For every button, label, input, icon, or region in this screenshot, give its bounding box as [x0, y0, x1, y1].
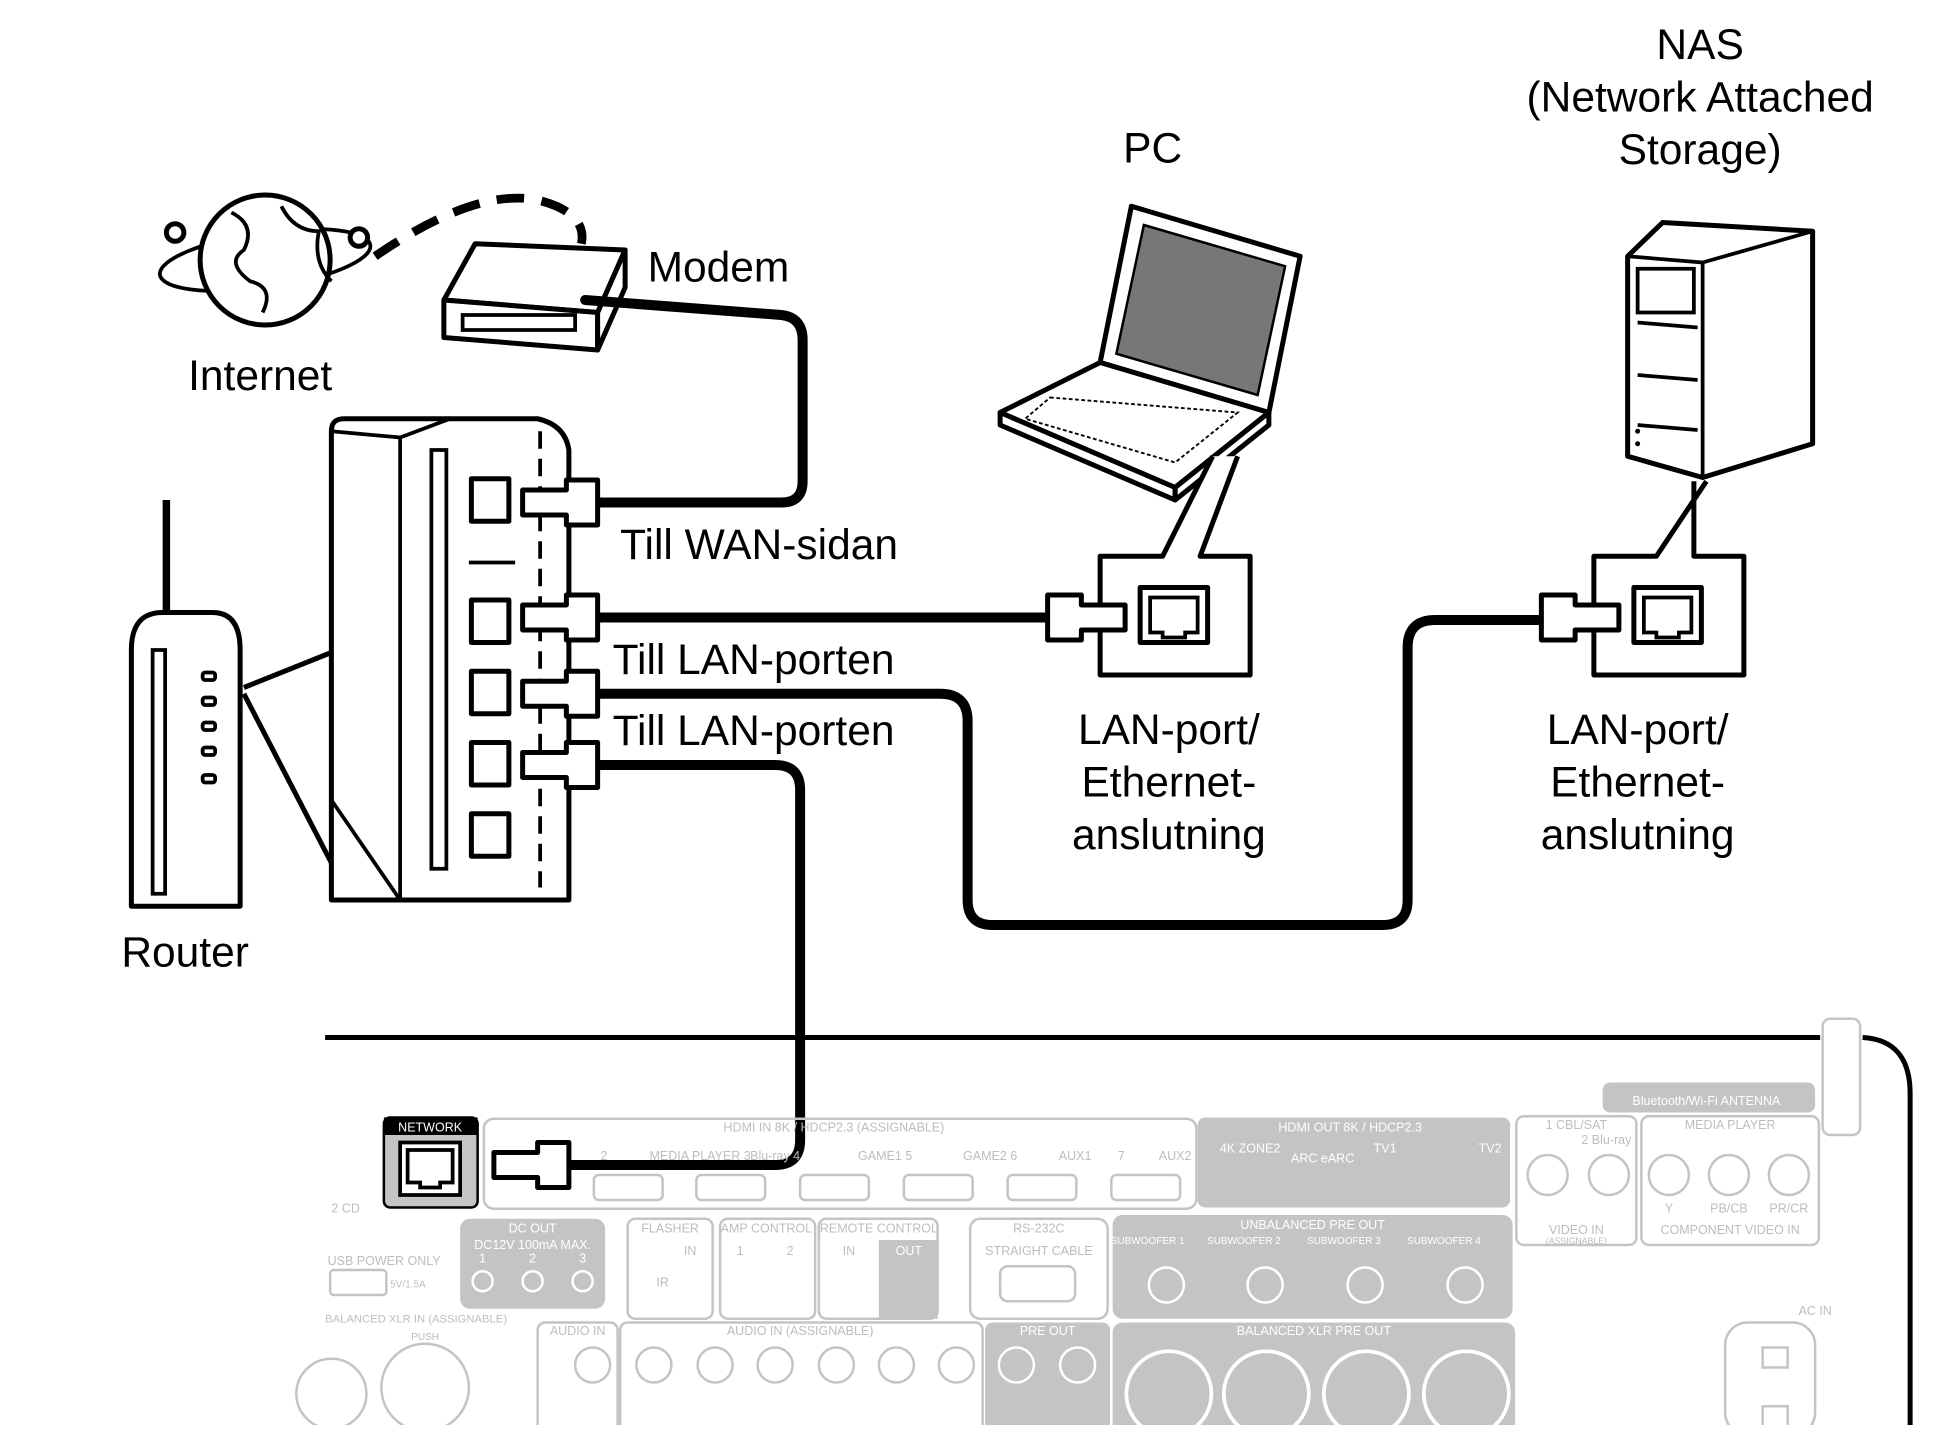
svg-text:TV1: TV1: [1374, 1142, 1397, 1156]
router-receiver-cable: [563, 760, 806, 1170]
svg-text:1: 1: [737, 1244, 744, 1258]
svg-text:REMOTE CONTROL: REMOTE CONTROL: [820, 1222, 938, 1236]
svg-text:AMP CONTROL: AMP CONTROL: [721, 1222, 812, 1236]
pc-port-label-line2: Ethernet-: [1081, 759, 1256, 806]
svg-text:DC12V 100mA MAX.: DC12V 100mA MAX.: [474, 1238, 591, 1252]
router-port-closeup: [328, 416, 572, 903]
nas-title-line3: Storage): [1619, 127, 1782, 174]
svg-text:VIDEO IN: VIDEO IN: [1549, 1223, 1604, 1237]
nas-port-label-line1: LAN-port/: [1547, 707, 1729, 754]
svg-text:MEDIA PLAYER 3: MEDIA PLAYER 3: [650, 1149, 751, 1163]
svg-text:PB/CB: PB/CB: [1710, 1202, 1748, 1216]
svg-text:OUT: OUT: [896, 1244, 923, 1258]
svg-text:AUX1: AUX1: [1059, 1149, 1092, 1163]
svg-text:5V/1.5A: 5V/1.5A: [390, 1280, 426, 1291]
svg-text:AUX2: AUX2: [1159, 1149, 1192, 1163]
svg-text:1: 1: [479, 1252, 486, 1266]
antenna-icon: [1821, 1017, 1862, 1137]
router-wan-port-icon: [468, 476, 512, 524]
svg-text:Y: Y: [1665, 1202, 1674, 1216]
nas-tower-icon: [1625, 220, 1816, 480]
svg-text:SUBWOOFER 3: SUBWOOFER 3: [1307, 1236, 1381, 1247]
router-lan-port-3-icon: [468, 740, 512, 788]
till-lan-label-1: Till LAN-porten: [613, 637, 895, 684]
svg-text:AUDIO IN (ASSIGNABLE): AUDIO IN (ASSIGNABLE): [727, 1324, 874, 1338]
hdmi-in-label: HDMI IN 8K / HDCP2.3 (ASSIGNABLE): [723, 1120, 944, 1134]
network-label: NETWORK: [398, 1120, 463, 1134]
modem-label: Modem: [648, 244, 790, 291]
router-lan-port-2-icon: [468, 668, 512, 717]
svg-text:COMPONENT VIDEO IN: COMPONENT VIDEO IN: [1660, 1223, 1799, 1237]
svg-text:SUBWOOFER 1: SUBWOOFER 1: [1111, 1236, 1185, 1247]
ethernet-plug-receiver: [491, 1140, 572, 1190]
svg-text:4K ZONE2: 4K ZONE2: [1220, 1142, 1280, 1156]
svg-text:IN: IN: [843, 1244, 856, 1258]
svg-text:7: 7: [1118, 1149, 1125, 1163]
ethernet-plug-lan2: [520, 668, 601, 719]
svg-text:PUSH: PUSH: [411, 1332, 439, 1343]
nas-title-line1: NAS: [1656, 22, 1743, 69]
svg-text:2: 2: [600, 1149, 607, 1163]
svg-text:SUBWOOFER 4: SUBWOOFER 4: [1407, 1236, 1481, 1247]
pc-port-label-line1: LAN-port/: [1078, 707, 1260, 754]
ethernet-plug-wan: [520, 477, 601, 528]
router-label: Router: [121, 929, 249, 976]
internet-label: Internet: [188, 353, 332, 400]
svg-text:UNBALANCED PRE OUT: UNBALANCED PRE OUT: [1240, 1218, 1385, 1232]
ethernet-plug-lan1: [520, 592, 601, 643]
pc-port-label-line3: anslutning: [1072, 812, 1266, 859]
internet-globe-icon: [157, 192, 373, 328]
router-icon: [128, 500, 341, 909]
hdmi-out-label: HDMI OUT 8K / HDCP2.3: [1278, 1120, 1422, 1134]
svg-text:Blu-ray 4: Blu-ray 4: [750, 1149, 800, 1163]
av-receiver-back-panel: Bluetooth/Wi-Fi ANTENNA NETWORK HDMI IN …: [295, 1017, 1913, 1435]
svg-text:2 CD: 2 CD: [331, 1202, 359, 1216]
svg-text:(ASSIGNABLE): (ASSIGNABLE): [1546, 1236, 1607, 1246]
svg-text:2: 2: [787, 1244, 794, 1258]
svg-text:PRE OUT: PRE OUT: [1020, 1324, 1076, 1338]
pc-label: PC: [1123, 126, 1182, 173]
router-lan-port-4-icon: [468, 811, 512, 859]
svg-text:SUBWOOFER 2: SUBWOOFER 2: [1207, 1236, 1281, 1247]
ethernet-plug-nas: [1538, 592, 1622, 643]
nas-port-label-line2: Ethernet-: [1550, 759, 1725, 806]
svg-text:BALANCED XLR IN (ASSIGNABLE): BALANCED XLR IN (ASSIGNABLE): [325, 1314, 507, 1326]
router-nas-cable: [595, 615, 1546, 930]
nas-port-label-line3: anslutning: [1541, 812, 1735, 859]
svg-text:ARC eARC: ARC eARC: [1291, 1152, 1354, 1166]
svg-text:2 Blu-ray: 2 Blu-ray: [1581, 1133, 1632, 1147]
svg-text:BALANCED XLR PRE OUT: BALANCED XLR PRE OUT: [1237, 1324, 1392, 1338]
svg-text:GAME2 6: GAME2 6: [963, 1149, 1017, 1163]
svg-text:PR/CR: PR/CR: [1769, 1202, 1808, 1216]
svg-text:1 CBL/SAT: 1 CBL/SAT: [1546, 1118, 1608, 1132]
laptop-pc-icon: [997, 203, 1303, 503]
svg-text:AUDIO IN: AUDIO IN: [550, 1324, 606, 1338]
nas-lan-port-callout: [1591, 479, 1747, 678]
svg-text:RS-232C: RS-232C: [1013, 1222, 1064, 1236]
modem-icon: [441, 241, 628, 353]
wireless-link-dashed: [372, 193, 587, 260]
svg-text:2: 2: [529, 1252, 536, 1266]
ethernet-plug-pc: [1045, 592, 1128, 643]
bt-antenna-label: Bluetooth/Wi-Fi ANTENNA: [1632, 1094, 1781, 1108]
svg-text:STRAIGHT CABLE: STRAIGHT CABLE: [985, 1244, 1092, 1258]
svg-text:DC OUT: DC OUT: [509, 1222, 557, 1236]
svg-text:AC IN: AC IN: [1798, 1304, 1831, 1318]
till-lan-label-2: Till LAN-porten: [613, 708, 895, 755]
svg-text:MEDIA PLAYER: MEDIA PLAYER: [1685, 1118, 1776, 1132]
ethernet-plug-lan3: [520, 740, 601, 790]
till-wan-label: Till WAN-sidan: [620, 522, 898, 569]
svg-text:3: 3: [579, 1252, 586, 1266]
svg-text:IN: IN: [684, 1244, 697, 1258]
svg-text:USB POWER ONLY: USB POWER ONLY: [328, 1254, 442, 1268]
router-lan-port-1-icon: [468, 597, 512, 645]
svg-text:FLASHER: FLASHER: [641, 1222, 699, 1236]
svg-text:GAME1 5: GAME1 5: [858, 1149, 912, 1163]
svg-text:TV2: TV2: [1479, 1142, 1502, 1156]
modem-wan-cable: [580, 295, 808, 508]
nas-title-line2: (Network Attached: [1527, 74, 1874, 121]
svg-text:IR: IR: [656, 1275, 669, 1289]
